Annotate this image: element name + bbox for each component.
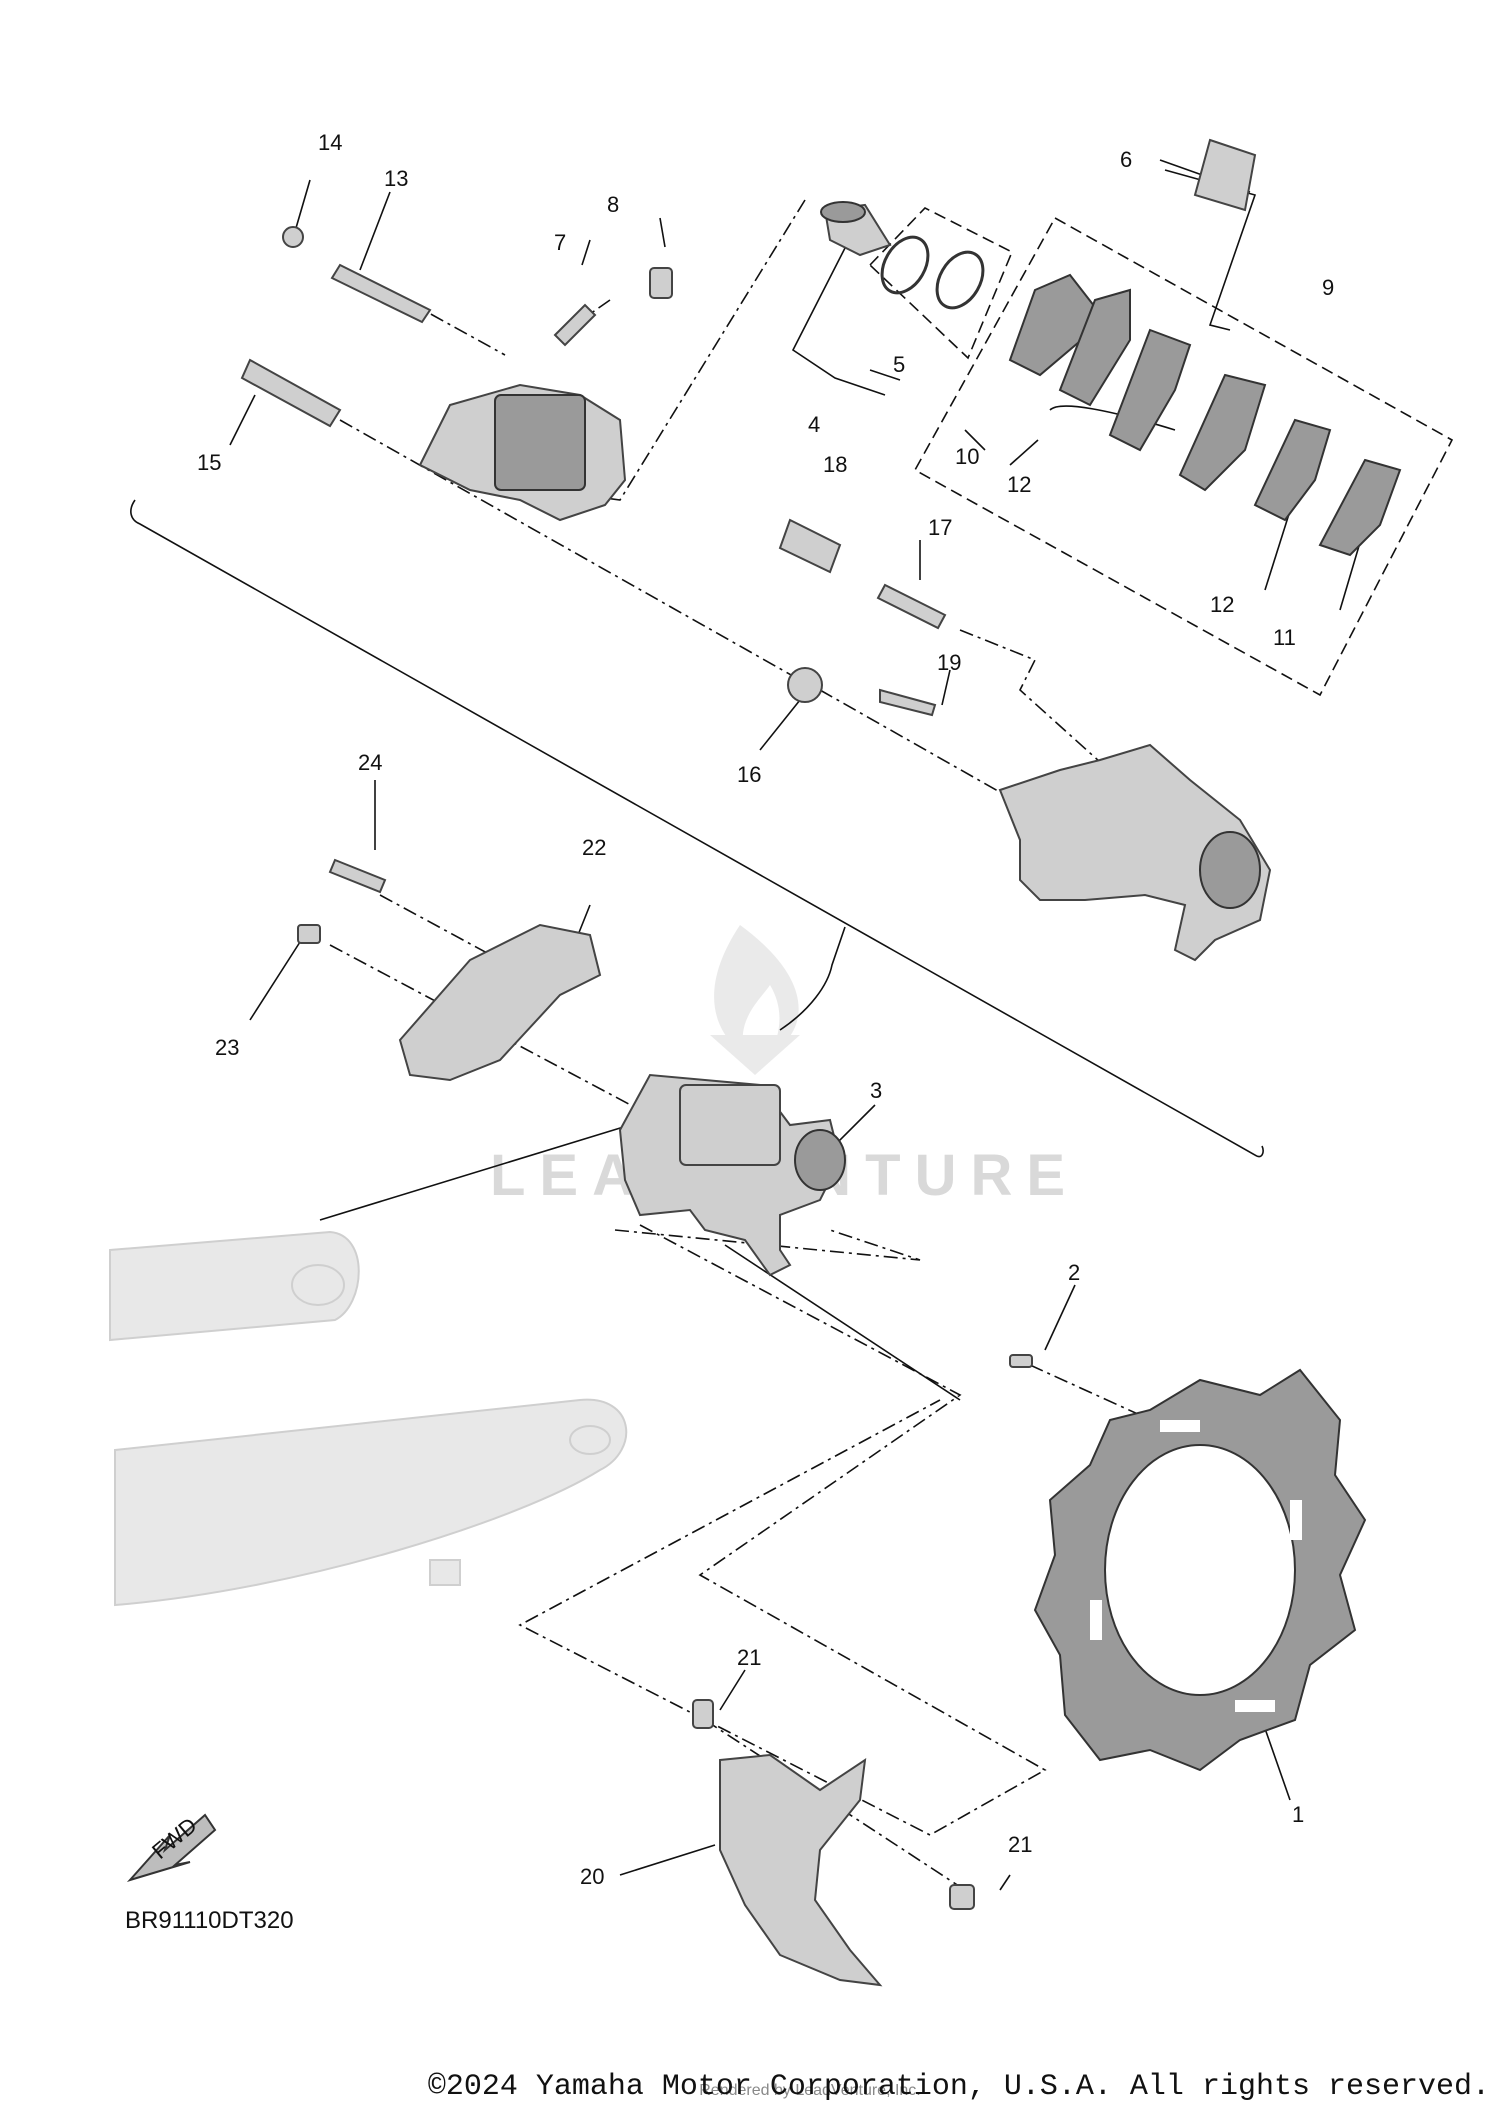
support-pin <box>876 583 947 630</box>
bleeder-cap <box>649 267 673 299</box>
callout-24: 24 <box>358 750 382 775</box>
callout-14: 14 <box>318 130 342 155</box>
bleeder-screw <box>553 303 597 347</box>
callout-11: 11 <box>1273 625 1296 650</box>
brake-pads <box>1008 273 1402 557</box>
oring-kit-box <box>868 207 1014 360</box>
diagram-code: BR91110DT320 <box>125 1907 294 1934</box>
caliper-pin <box>330 263 432 324</box>
callout-16: 16 <box>737 762 761 787</box>
assembly-outline <box>130 499 1264 1158</box>
callout-10: 10 <box>955 444 979 469</box>
swingarm-ghost <box>109 1230 628 1607</box>
hose-guide <box>398 923 602 1082</box>
fwd-arrow-icon: FWD <box>126 1812 217 1882</box>
callout-12b: 12 <box>1210 592 1234 617</box>
assembly-link-line <box>779 926 846 1031</box>
callout-23: 23 <box>215 1035 239 1060</box>
pad-kit-box <box>913 216 1454 697</box>
callout-13: 13 <box>384 166 408 191</box>
callout-3: 3 <box>870 1078 882 1103</box>
rendered-by-text: Rendered by LeadVenture, Inc. <box>699 2082 921 2099</box>
watermark-logo <box>710 925 800 1075</box>
guide-bolt <box>328 858 387 894</box>
bushing <box>778 518 842 574</box>
callout-19: 19 <box>937 650 961 675</box>
caliper-piston <box>820 201 892 257</box>
disc-bolt <box>1009 1354 1033 1368</box>
callout-4: 4 <box>808 412 820 437</box>
callout-6: 6 <box>1120 147 1132 172</box>
slide-pin <box>240 358 342 428</box>
caliper-bracket <box>998 743 1272 962</box>
callout-2: 2 <box>1068 1260 1080 1285</box>
guard-bolt-upper <box>692 1699 714 1729</box>
callout-21a: 21 <box>737 1645 761 1670</box>
guard-bolt-lower <box>949 1884 975 1910</box>
callout-1: 1 <box>1292 1802 1304 1827</box>
callout-17: 17 <box>928 515 952 540</box>
pin-boot <box>787 667 823 703</box>
retaining-clip <box>879 688 937 717</box>
pin-plug <box>282 226 304 248</box>
callout-20: 20 <box>580 1864 604 1889</box>
callout-12a: 12 <box>1007 472 1031 497</box>
brake-disc <box>1033 1368 1367 1772</box>
callout-9: 9 <box>1322 275 1334 300</box>
copyright-text: ©2024 Yamaha Motor Corporation, U.S.A. A… <box>427 2070 1490 2104</box>
callout-18: 18 <box>823 452 847 477</box>
o-ring-seals <box>880 235 985 310</box>
callout-21b: 21 <box>1008 1832 1032 1857</box>
callout-8: 8 <box>607 192 619 217</box>
callout-15: 15 <box>197 450 221 475</box>
pad-spring <box>1193 138 1257 212</box>
guide-screw <box>297 924 321 944</box>
callout-22: 22 <box>582 835 606 860</box>
callout-5: 5 <box>893 352 905 377</box>
caliper-housing <box>418 383 627 522</box>
callout-7: 7 <box>554 230 566 255</box>
caliper-assembly <box>618 1073 846 1277</box>
disc-guard <box>719 1753 883 1987</box>
